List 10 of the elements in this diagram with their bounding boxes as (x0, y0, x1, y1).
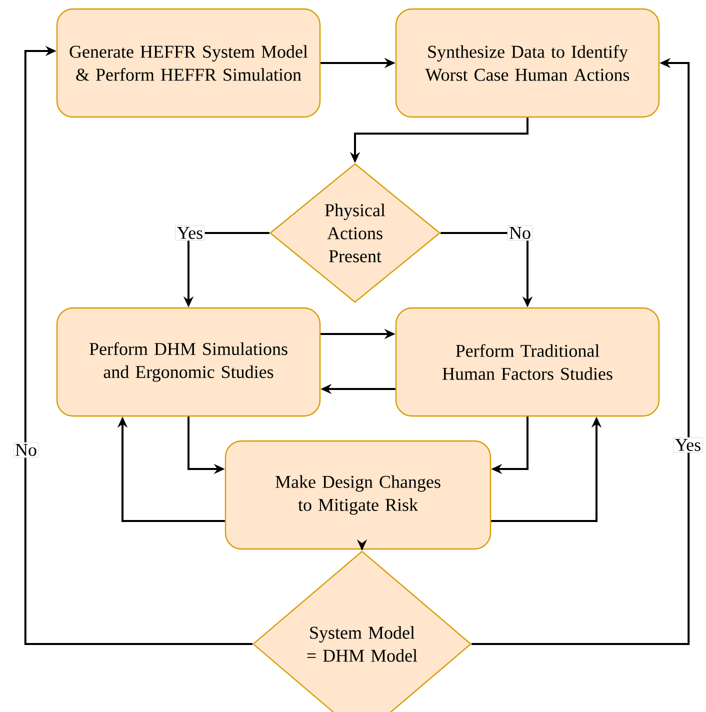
edge-label: No (507, 225, 533, 241)
process-box: Perform DHM Simulations and Ergonomic Studies (56, 307, 321, 417)
edge-label: Yes (175, 225, 205, 241)
process-box: Generate HEFFR System Model & Perform HEFFR Simulation (56, 8, 321, 118)
edge-label: No (13, 442, 39, 458)
edge-label: Yes (673, 437, 703, 453)
arrow (24, 46, 252, 645)
process-box: Perform Traditional Human Factors Studies (395, 307, 660, 417)
process-box: Synthesize Data to Identify Worst Case Human Actions (395, 8, 660, 118)
process-box: Make Design Changes to Mitigate Risk (224, 440, 492, 550)
